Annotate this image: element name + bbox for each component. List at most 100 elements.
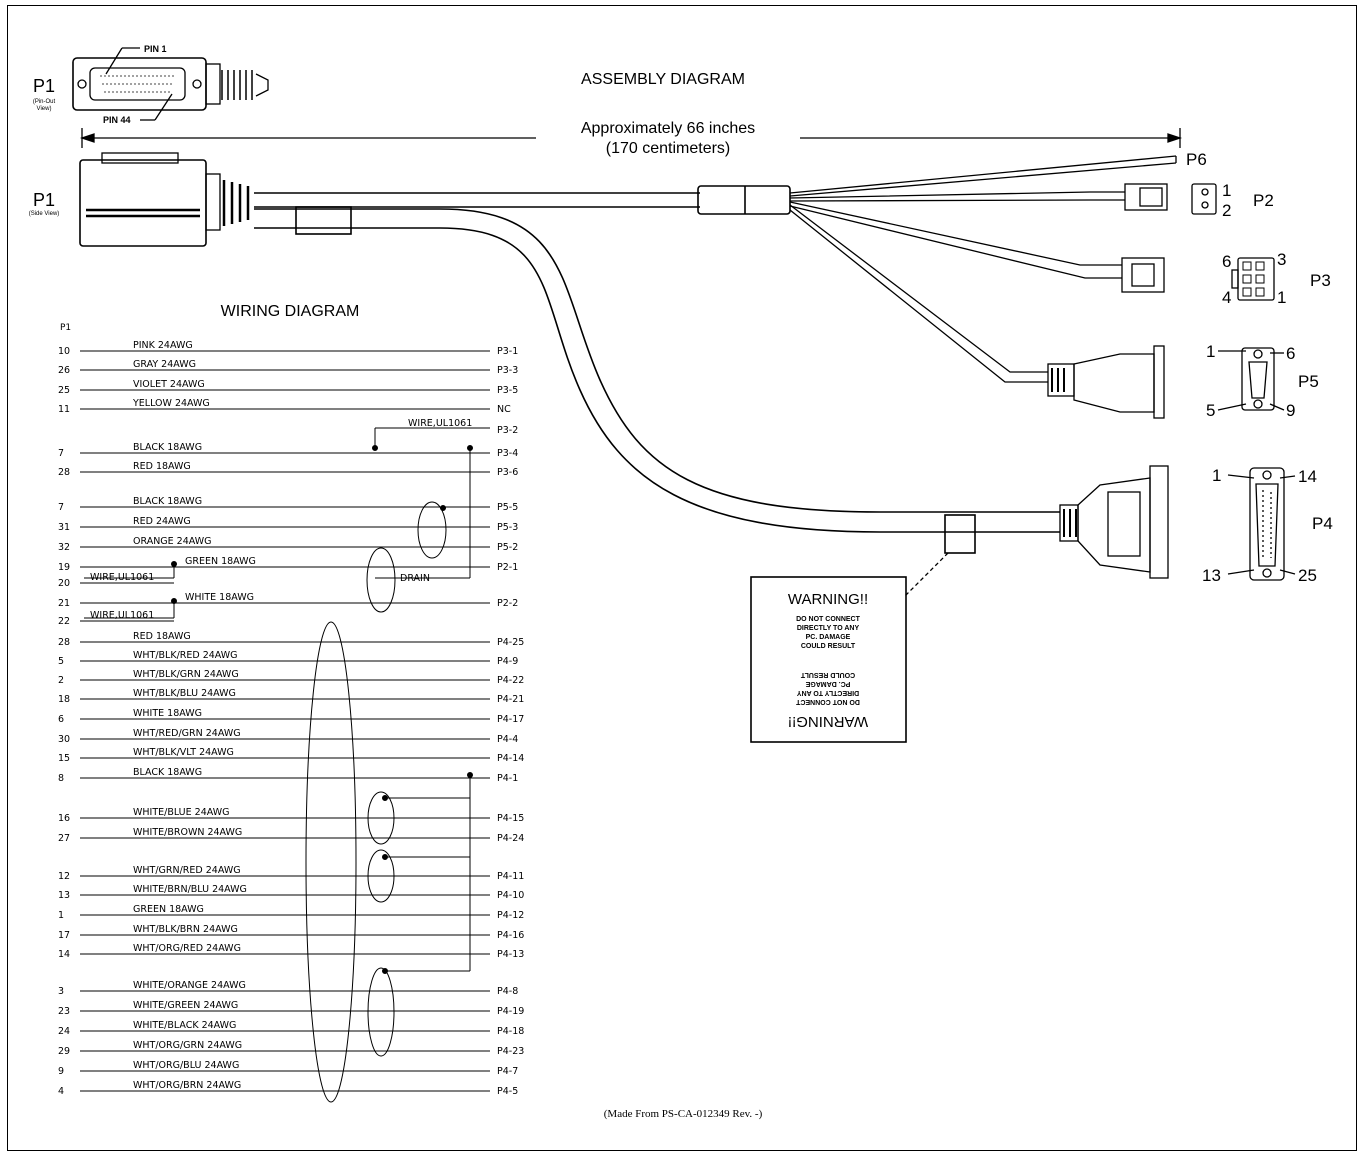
assembly-diagram-title: ASSEMBLY DIAGRAM xyxy=(581,71,745,88)
wire-spec: RED 18AWG xyxy=(133,631,191,642)
wire-p1-pin: 18 xyxy=(58,694,70,705)
wire-spec: YELLOW 24AWG xyxy=(132,398,210,409)
wire-p1-pin: 21 xyxy=(58,598,70,609)
p4-pin-25: 25 xyxy=(1298,566,1317,585)
wire-destination: NC xyxy=(497,404,511,415)
wire-destination: P4-22 xyxy=(497,675,524,686)
wire-destination: P5-5 xyxy=(497,502,518,513)
wire-p1-pin: 24 xyxy=(58,1026,70,1037)
wire-spec: RED 24AWG xyxy=(133,516,191,527)
p3-pin-3: 3 xyxy=(1277,250,1286,269)
wire-destination: P4-25 xyxy=(497,637,524,648)
warning-line-3-inverted: PC. DAMAGE xyxy=(805,680,850,687)
p3-pin-4: 4 xyxy=(1222,288,1231,307)
p2-pin-1: 1 xyxy=(1222,181,1231,200)
wire-destination: P4-8 xyxy=(497,986,518,997)
p4-face-icon xyxy=(1249,467,1285,581)
wire-destination: P4-11 xyxy=(497,871,524,882)
p3-pin-6: 6 xyxy=(1222,252,1231,271)
wire-destination: P3-5 xyxy=(497,385,518,396)
wire-spec: ORANGE 24AWG xyxy=(133,536,212,547)
wire-p1-pin: 32 xyxy=(58,542,70,553)
wire-spec: RED 18AWG xyxy=(133,461,191,472)
p1-pinout-sub2: View) xyxy=(37,106,52,112)
wire-spec: WHITE/BLUE 24AWG xyxy=(133,807,229,818)
warning-line-4: COULD RESULT xyxy=(801,643,856,650)
wire-spec: GRAY 24AWG xyxy=(133,359,196,370)
wire-p1-pin: 23 xyxy=(58,1006,70,1017)
p6-label: P6 xyxy=(1186,150,1207,169)
p1-side-label: P1 xyxy=(33,190,55,210)
pin-leaders xyxy=(1217,350,1296,575)
wire-destination: P4-15 xyxy=(497,813,524,824)
wire-p1-pin: 28 xyxy=(58,637,70,648)
branch-p6 xyxy=(789,155,1177,197)
p3-label: P3 xyxy=(1310,271,1331,290)
wire-spec: GREEN 18AWG xyxy=(133,904,204,915)
lower-cable xyxy=(254,206,1060,554)
dimension-line xyxy=(79,128,1183,148)
wire-spec: WHT/ORG/BRN 24AWG xyxy=(133,1080,241,1091)
wire-destination: P5-3 xyxy=(497,522,518,533)
p3-pin-1: 1 xyxy=(1277,288,1286,307)
wire-p1-pin: 1 xyxy=(58,910,64,921)
wire-destination: P4-24 xyxy=(497,833,524,844)
wire-p1-pin: 17 xyxy=(58,930,70,941)
wire-spec: WIRE,UL1061 xyxy=(90,610,154,621)
p5-pin-9: 9 xyxy=(1286,401,1295,420)
wire-p1-pin: 31 xyxy=(58,522,70,533)
wire-destination: P4-4 xyxy=(497,734,518,745)
warning-line-3: PC. DAMAGE xyxy=(806,634,851,641)
warning-label: WARNING!! DO NOT CONNECT DIRECTLY TO ANY… xyxy=(750,576,907,743)
wire-spec: WHT/BLK/BLU 24AWG xyxy=(133,688,236,699)
wire-destination: P4-12 xyxy=(497,910,524,921)
wire-destination: P3-4 xyxy=(497,448,518,459)
p1-pinout-connector xyxy=(72,47,269,121)
wire-p1-pin: 15 xyxy=(58,753,70,764)
wire-p1-pin: 7 xyxy=(58,502,64,513)
p5-pin-1: 1 xyxy=(1206,342,1215,361)
wire-p1-pin: 6 xyxy=(58,714,64,725)
drain-label: DRAIN xyxy=(400,573,430,584)
p4-connector xyxy=(1059,465,1169,579)
wire-spec: WHT/RED/GRN 24AWG xyxy=(133,728,241,739)
wire-spec: PINK 24AWG xyxy=(133,340,193,351)
wire-p1-pin: 28 xyxy=(58,467,70,478)
warning-leader xyxy=(904,552,949,597)
wire-p1-pin: 16 xyxy=(58,813,70,824)
wire-p1-pin: 25 xyxy=(58,385,70,396)
p1-pinout-sub1: (Pin-Out xyxy=(33,99,56,105)
p5-label: P5 xyxy=(1298,372,1319,391)
p5-pin-6: 6 xyxy=(1286,344,1295,363)
wire-spec: WHT/BLK/GRN 24AWG xyxy=(133,669,239,680)
wire-destination: P4-23 xyxy=(497,1046,524,1057)
p5-face-icon xyxy=(1241,347,1275,411)
wire-spec: WHITE/GREEN 24AWG xyxy=(133,1000,238,1011)
wire-p1-pin: 7 xyxy=(58,448,64,459)
p2-label: P2 xyxy=(1253,191,1274,210)
wiring-header-p1: P1 xyxy=(60,323,71,333)
wire-spec: WHITE/ORANGE 24AWG xyxy=(133,980,246,991)
wire-destination: P4-9 xyxy=(497,656,518,667)
wire-spec: WHT/ORG/GRN 24AWG xyxy=(133,1040,242,1051)
p1-pinout-label: P1 xyxy=(33,76,55,96)
wire-p1-pin: 12 xyxy=(58,871,70,882)
wire-destination: P4-14 xyxy=(497,753,524,764)
